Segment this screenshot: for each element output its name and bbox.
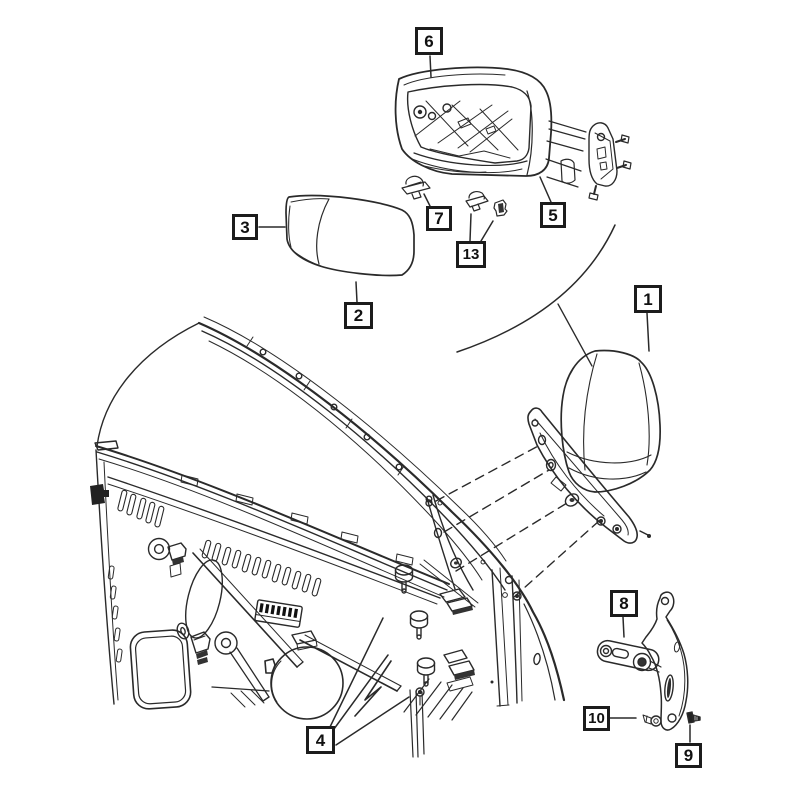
mirror-housing-part6: [394, 66, 553, 177]
support-bracket-part8: [596, 591, 689, 731]
callout-box-2[interactable]: 2: [344, 302, 373, 329]
leader-4b: [333, 654, 389, 730]
clips-part13: [465, 191, 508, 217]
callout-box-1[interactable]: 1: [634, 285, 662, 313]
callout-leader-lines: [258, 55, 691, 746]
nut-2: [409, 610, 429, 640]
screw-part9: [686, 711, 701, 724]
leader-7: [423, 193, 431, 207]
nut-3: [416, 657, 436, 687]
door-panel: [90, 316, 566, 758]
mirror-glass-part2: [285, 194, 415, 277]
leader-5: [539, 176, 552, 203]
callout-box-13[interactable]: 13: [456, 241, 486, 268]
mirror-mount-arm-part5: [545, 120, 632, 201]
callout-box-7[interactable]: 7: [426, 206, 452, 231]
leader-1: [646, 312, 650, 352]
callout-box-10[interactable]: 10: [583, 706, 610, 731]
callout-box-9[interactable]: 9: [675, 743, 702, 768]
callout-box-4[interactable]: 4: [306, 726, 335, 754]
callout-box-5[interactable]: 5: [540, 202, 566, 228]
callout-box-8[interactable]: 8: [610, 590, 638, 617]
leader-2: [355, 281, 358, 303]
leader-4-zigzag: [354, 660, 392, 717]
lamp-clip-part7: [401, 175, 431, 200]
leader-13a: [469, 213, 472, 242]
leader-4c: [335, 696, 410, 746]
callout-box-6[interactable]: 6: [415, 27, 443, 55]
screw-part10: [642, 714, 662, 727]
mounting-nuts-part4: [394, 564, 436, 706]
leader-13b: [480, 220, 494, 242]
leader-8: [622, 616, 625, 638]
nut-1: [394, 564, 414, 594]
leader-6: [429, 55, 432, 78]
leader-4a: [329, 617, 384, 728]
mirror-assembly-part1: [527, 349, 661, 544]
callout-box-3[interactable]: 3: [232, 214, 258, 240]
